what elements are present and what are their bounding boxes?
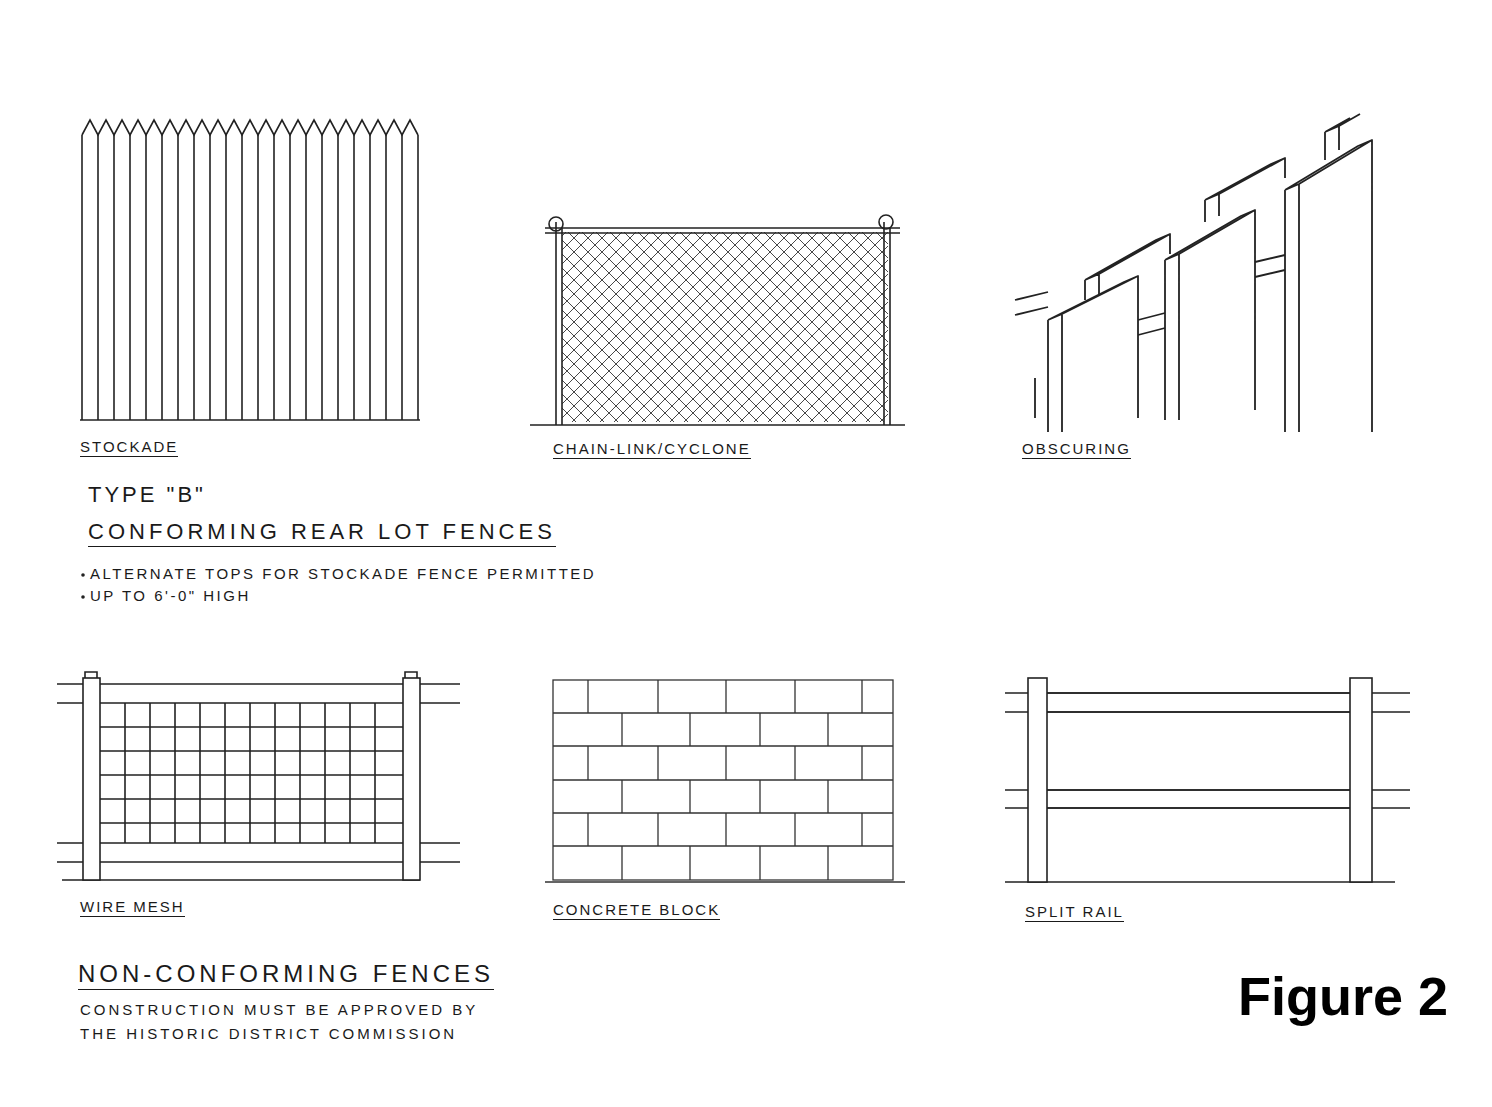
rail-post (1350, 678, 1372, 882)
fence-label: ALTERNATE TOPS FOR STOCKADE FENCE PERMIT… (90, 565, 596, 582)
chain-mesh (562, 232, 888, 422)
mesh-post (403, 678, 420, 880)
mesh-rails (57, 684, 460, 880)
fence-label: CHAIN-LINK/CYCLONE (553, 440, 751, 459)
fence-label: SPLIT RAIL (1025, 903, 1124, 922)
chain-frame (530, 222, 905, 425)
post-caps (85, 672, 417, 678)
front-boards (1048, 140, 1372, 432)
mesh-grid (100, 703, 403, 843)
figure-caption: Figure 2 (1238, 965, 1448, 1027)
rail-post (1028, 678, 1047, 882)
fence-label: STOCKADE (80, 438, 178, 457)
mesh-post (83, 678, 100, 880)
fence-label: CONFORMING REAR LOT FENCES (88, 519, 556, 547)
stockade-fence (80, 120, 420, 420)
fence-label: UP TO 6'-0" HIGH (90, 587, 251, 604)
fence-label: CONCRETE BLOCK (553, 901, 720, 920)
chain-link-fence (530, 215, 905, 425)
post-cap (879, 215, 893, 229)
concrete-block-wall (545, 680, 905, 882)
fence-label: OBSCURING (1022, 440, 1131, 459)
picket-tops (82, 120, 418, 135)
fence-label: NON-CONFORMING FENCES (78, 960, 494, 990)
split-rail-fence (1005, 678, 1410, 882)
post-cap (549, 217, 563, 231)
wire-mesh-fence (57, 672, 460, 880)
rail-stubs (1047, 693, 1350, 808)
picket-edges (80, 135, 420, 420)
fence-label: TYPE "B" (88, 482, 206, 508)
bullet-dot (81, 595, 85, 599)
fence-label: CONSTRUCTION MUST BE APPROVED BY THE HIS… (80, 998, 510, 1046)
block-joints (545, 680, 905, 882)
bullet-dot (81, 573, 85, 577)
obscuring-fence (1015, 114, 1372, 432)
fence-label: WIRE MESH (80, 898, 185, 917)
